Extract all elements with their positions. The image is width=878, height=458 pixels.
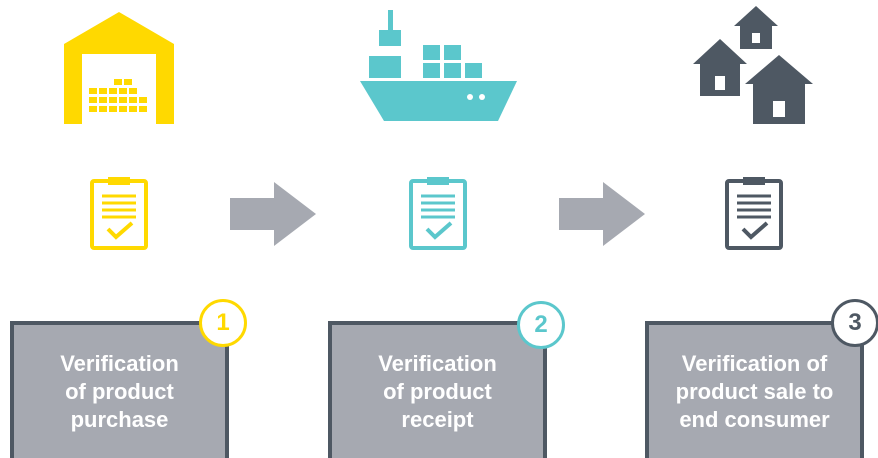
step-number-badge: 3 — [831, 299, 878, 347]
step-number-badge: 2 — [517, 301, 565, 349]
step-number: 2 — [534, 311, 548, 338]
step-number: 1 — [216, 309, 230, 336]
right-arrow-icon — [559, 182, 645, 246]
step-card-sale: Verification of product sale to end cons… — [645, 321, 864, 458]
step-card-purchase: Verification of product purchase — [10, 321, 229, 458]
step-label: Verification of product receipt — [378, 350, 497, 432]
step-card-receipt: Verification of product receipt — [328, 321, 547, 458]
step-number: 3 — [848, 309, 862, 336]
checklist-clipboard-icon — [725, 177, 783, 250]
step-label: Verification of product purchase — [60, 350, 179, 432]
step-label: Verification of product sale to end cons… — [675, 350, 834, 432]
checklist-clipboard-icon — [409, 177, 467, 250]
checklist-clipboard-icon — [90, 177, 148, 250]
warehouse-icon — [64, 12, 174, 124]
step-number-badge: 1 — [199, 299, 247, 347]
right-arrow-icon — [230, 182, 316, 246]
houses-icon — [693, 6, 813, 124]
cargo-ship-icon — [360, 10, 517, 121]
